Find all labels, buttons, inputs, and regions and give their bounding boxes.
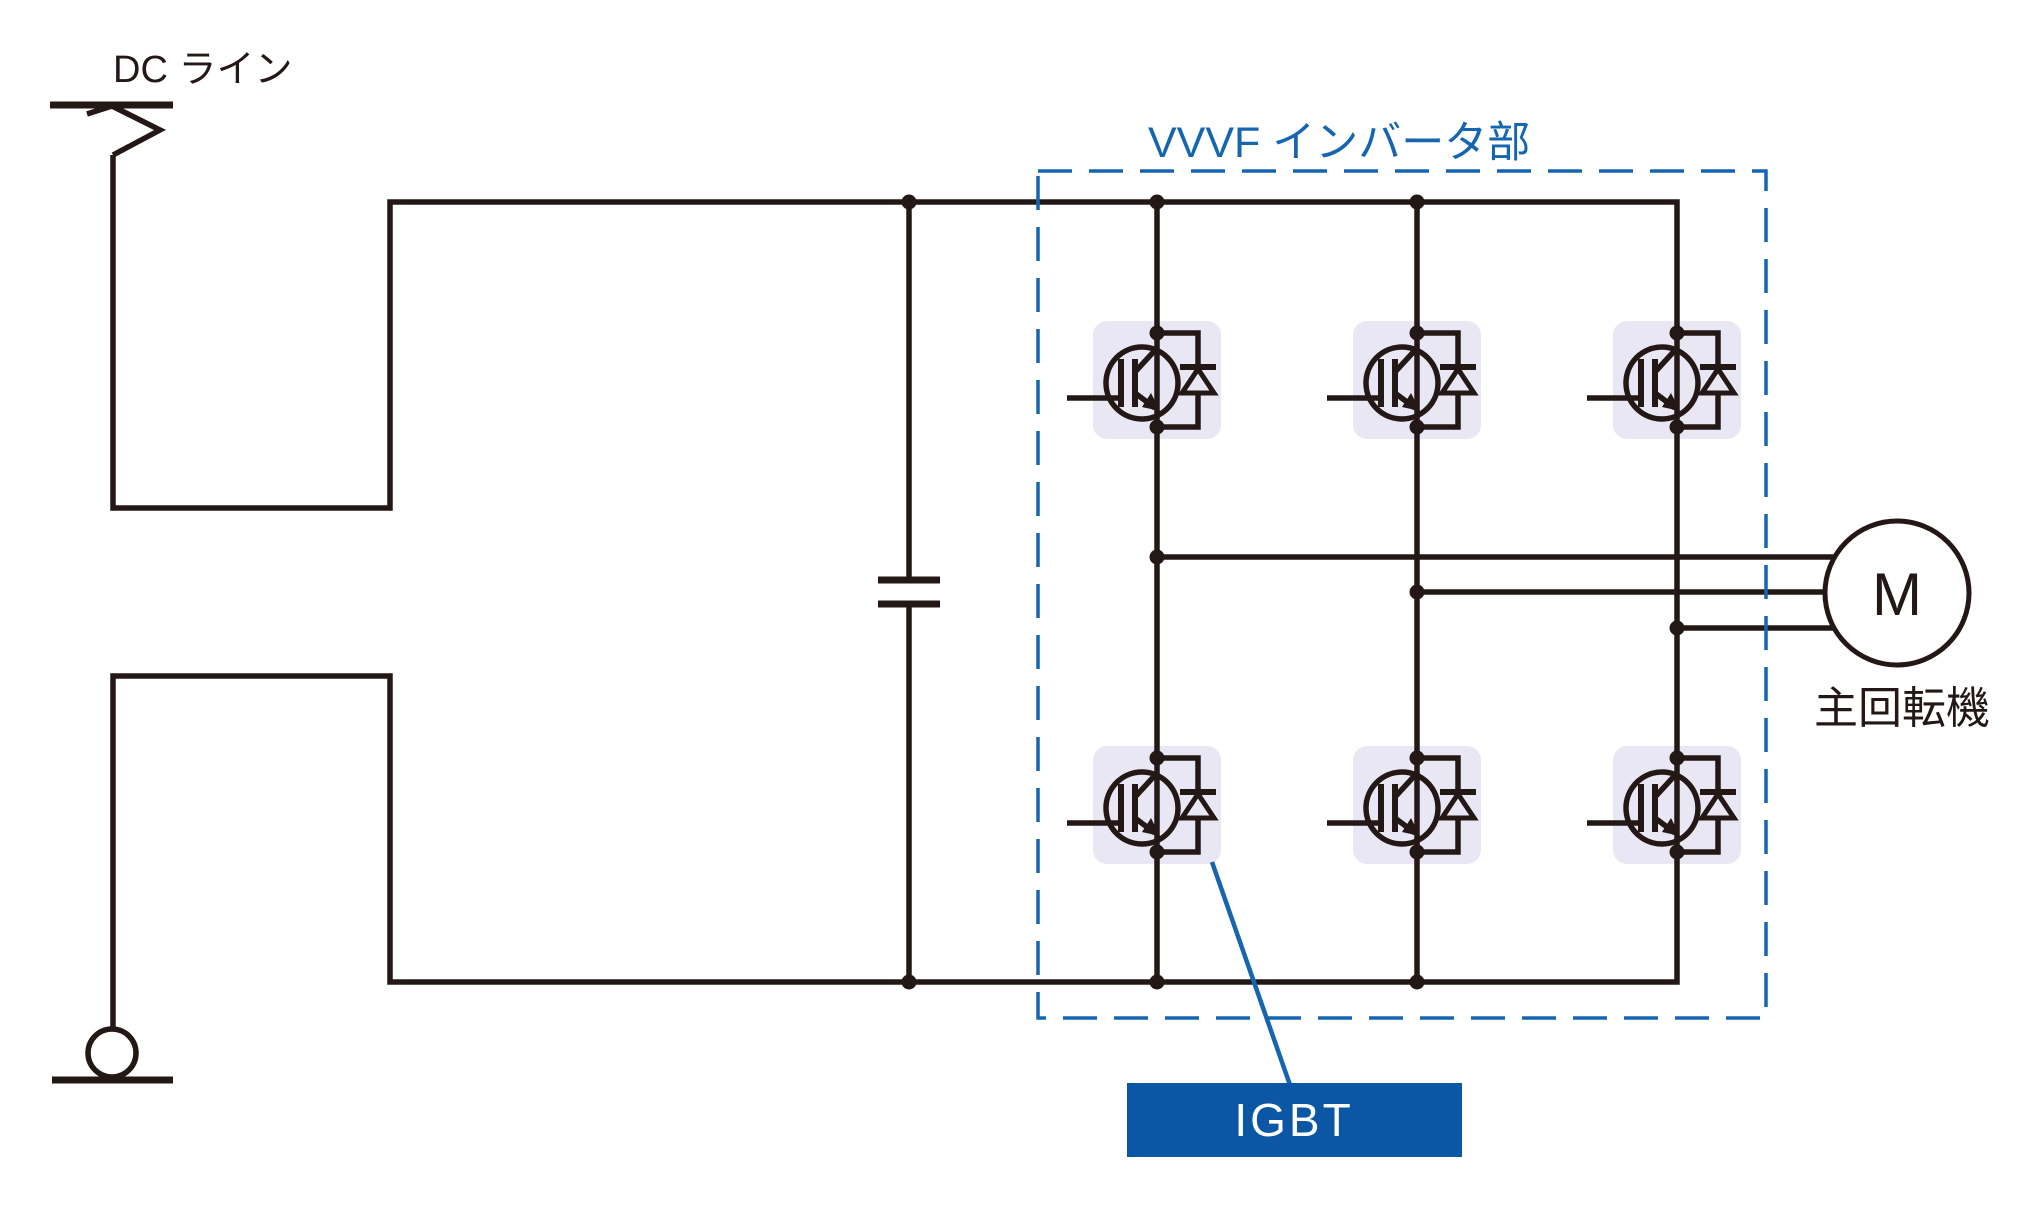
igbt-label-box: IGBT <box>1127 1083 1462 1157</box>
junction-dot <box>901 974 917 990</box>
junction-dot <box>1669 750 1685 766</box>
junction-dot <box>1409 974 1425 990</box>
junction-dot <box>1149 194 1165 210</box>
junction-dot <box>1409 844 1425 860</box>
motor-circle-icon <box>1822 518 1972 668</box>
junction-dot <box>1149 549 1165 565</box>
junction-dot <box>1149 750 1165 766</box>
junction-dot <box>1409 325 1425 341</box>
junction-dot <box>1149 844 1165 860</box>
junction-dots <box>901 194 1685 990</box>
pantograph-arm <box>86 103 166 158</box>
junction-dot <box>1149 419 1165 435</box>
junction-dot <box>901 194 917 210</box>
dc-line-label: DC ライン <box>113 49 292 91</box>
igbt-callout-line <box>1209 861 1293 1086</box>
junction-dot <box>1149 974 1165 990</box>
wiring <box>50 101 1836 1084</box>
wheel-ground-icon <box>52 1026 173 1084</box>
junction-dot <box>1409 419 1425 435</box>
igbt-label-rect <box>1127 1083 1462 1157</box>
junction-dot <box>1669 620 1685 636</box>
junction-dot <box>1669 844 1685 860</box>
motor: M <box>1822 518 1972 668</box>
inverter-section-dashed-box <box>1036 169 1768 1020</box>
junction-dot <box>1409 750 1425 766</box>
junction-dot <box>1669 419 1685 435</box>
filter-capacitor-icon <box>878 202 940 982</box>
motor-symbol-letter: M <box>1872 561 1922 628</box>
inverter-section-label: VVVF インバータ部 <box>1148 119 1530 167</box>
junction-dot <box>1409 194 1425 210</box>
wheel-circle <box>85 1026 139 1080</box>
junction-dot <box>1669 325 1685 341</box>
motor-name-label: 主回転機 <box>1814 684 1990 733</box>
igbt-label-text: IGBT <box>1234 1094 1353 1146</box>
pantograph-icon <box>50 101 173 158</box>
junction-dot <box>1409 584 1425 600</box>
junction-dot <box>1149 325 1165 341</box>
